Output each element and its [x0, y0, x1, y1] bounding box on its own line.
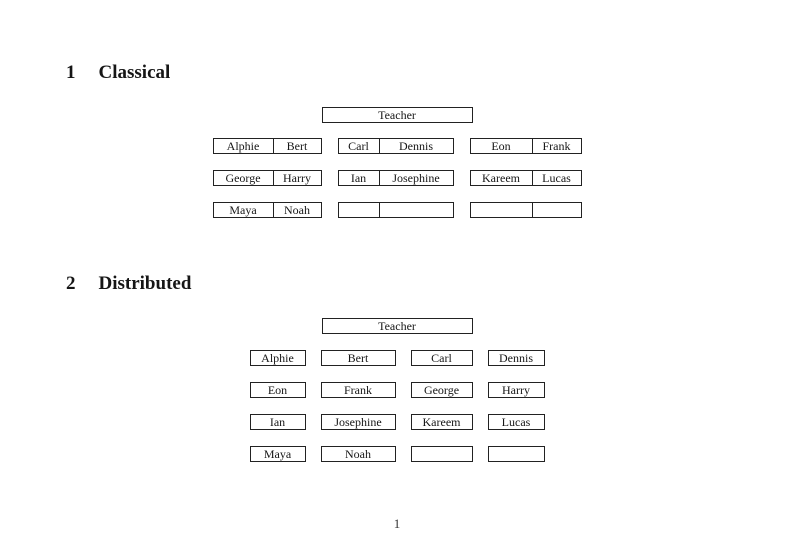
student-row: Maya Noah [249, 446, 545, 462]
student-box: Maya [249, 446, 306, 462]
seat-empty [533, 203, 581, 217]
student-box: Ian [249, 414, 306, 430]
student-box: Lucas [487, 414, 545, 430]
section-title: Distributed [98, 273, 192, 294]
section-heading-distributed: 2 Distributed [66, 273, 191, 295]
desk: Ian Josephine [337, 170, 454, 186]
seat: Bert [286, 139, 308, 153]
section-heading-classical: 1 Classical [66, 62, 170, 84]
student-box-empty [410, 446, 473, 462]
desk-row: George Harry Ian Josephine Kareem Lucas [212, 170, 582, 186]
student-row: Alphie Bert Carl Dennis [249, 350, 545, 366]
seat-empty [471, 203, 533, 217]
seat: Alphie [214, 139, 274, 153]
desk-empty [469, 202, 582, 218]
student-box: Alphie [249, 350, 306, 366]
seat: Noah [284, 203, 310, 217]
seat: Harry [283, 171, 311, 185]
seat-empty [380, 203, 453, 217]
seat: Josephine [392, 171, 440, 185]
desk: Maya Noah [212, 202, 322, 218]
student-box: Eon [249, 382, 306, 398]
seat: Maya [214, 203, 274, 217]
desk: Kareem Lucas [469, 170, 582, 186]
seat-empty [339, 203, 380, 217]
student-box: Dennis [487, 350, 545, 366]
student-box: Kareem [410, 414, 473, 430]
teacher-box: Teacher [321, 318, 473, 334]
desk: Carl Dennis [337, 138, 454, 154]
seat: Ian [339, 171, 380, 185]
section-number: 2 [66, 273, 76, 294]
classical-seating-diagram: Teacher Alphie Bert Carl Dennis Eon Fran… [0, 107, 794, 218]
desk-row: Maya Noah [212, 202, 582, 218]
page-number: 1 [393, 516, 401, 531]
student-box-empty [487, 446, 545, 462]
seat: Kareem [471, 171, 533, 185]
desk: Alphie Bert [212, 138, 322, 154]
student-box: Josephine [320, 414, 396, 430]
student-box: George [410, 382, 473, 398]
section-number: 1 [66, 62, 76, 83]
seat: Frank [542, 139, 571, 153]
section-title: Classical [98, 62, 171, 83]
student-box: Harry [487, 382, 545, 398]
desk: Eon Frank [469, 138, 582, 154]
desk-row: Alphie Bert Carl Dennis Eon Frank [212, 138, 582, 154]
student-box: Frank [320, 382, 396, 398]
student-box: Noah [320, 446, 396, 462]
seat: Eon [471, 139, 533, 153]
student-box: Carl [410, 350, 473, 366]
desk-empty [337, 202, 454, 218]
student-box: Bert [320, 350, 396, 366]
desk: George Harry [212, 170, 322, 186]
seat: Carl [339, 139, 380, 153]
student-row: Eon Frank George Harry [249, 382, 545, 398]
seat: Lucas [542, 171, 571, 185]
student-row: Ian Josephine Kareem Lucas [249, 414, 545, 430]
seat: Dennis [399, 139, 433, 153]
teacher-box: Teacher [321, 107, 473, 123]
distributed-seating-diagram: Teacher Alphie Bert Carl Dennis Eon Fran… [0, 318, 794, 462]
seat: George [214, 171, 274, 185]
